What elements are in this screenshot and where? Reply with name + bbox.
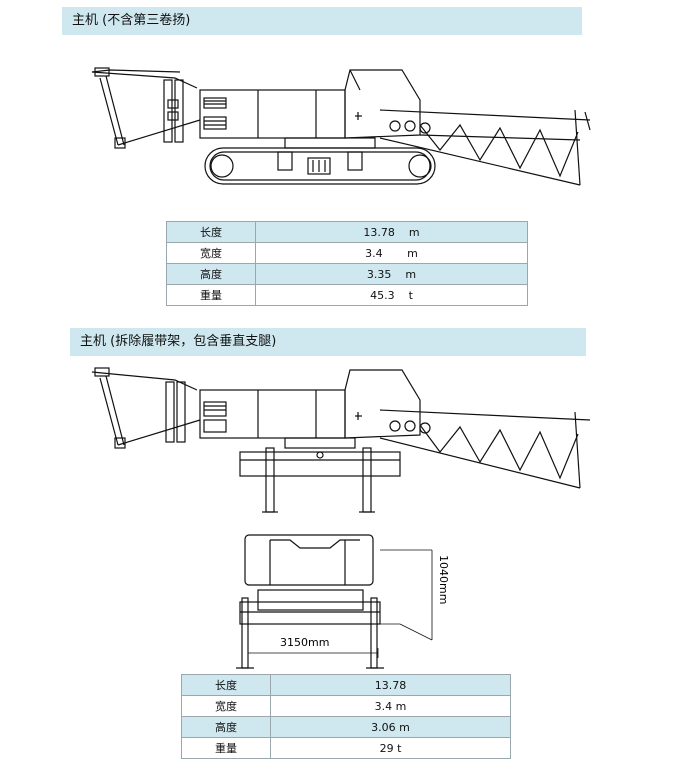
- spec-value: 3.06 m: [270, 716, 511, 738]
- spec-label: 高度: [181, 716, 271, 738]
- spec-unit: m: [407, 246, 418, 260]
- spec-unit: m: [405, 267, 417, 281]
- spec-label: 重量: [166, 284, 256, 306]
- table-row: 长度 13.78 m: [166, 221, 528, 243]
- section-1-title: 主机 (不含第三卷扬): [62, 7, 582, 35]
- table-row: 宽度 3.4 m: [181, 695, 511, 717]
- spec-value: 3.4: [365, 246, 383, 260]
- spec-unit: t: [408, 288, 413, 302]
- dimension-height-label: 1040mm: [437, 555, 450, 604]
- table-row: 宽度 3.4 m: [166, 242, 528, 264]
- spec-value: 29 t: [270, 737, 511, 759]
- table-row: 长度 13.78: [181, 674, 511, 696]
- spec-label: 长度: [181, 674, 271, 696]
- spec-label: 宽度: [166, 242, 256, 264]
- spec-value-cell: 3.4 m: [255, 242, 528, 264]
- spec-label: 重量: [181, 737, 271, 759]
- table-row: 高度 3.35 m: [166, 263, 528, 285]
- spec-value-cell: 13.78 m: [255, 221, 528, 243]
- spec-value: 45.3: [370, 288, 395, 302]
- table-row: 高度 3.06 m: [181, 716, 511, 738]
- spec-label: 宽度: [181, 695, 271, 717]
- spec-table-2: 长度 13.78 宽度 3.4 m 高度 3.06 m 重量 29 t: [181, 674, 511, 759]
- spec-value: 3.4 m: [270, 695, 511, 717]
- spec-value-cell: 3.35 m: [255, 263, 528, 285]
- spec-value-cell: 45.3 t: [255, 284, 528, 306]
- spec-label: 高度: [166, 263, 256, 285]
- spec-value: 13.78: [363, 225, 395, 239]
- section-2-title: 主机 (拆除履带架，包含垂直支腿): [70, 328, 586, 356]
- spec-label: 长度: [166, 221, 256, 243]
- table-row: 重量 45.3 t: [166, 284, 528, 306]
- table-row: 重量 29 t: [181, 737, 511, 759]
- spec-value: 3.35: [366, 267, 392, 281]
- spec-value: 13.78: [270, 674, 511, 696]
- spec-table-1: 长度 13.78 m 宽度 3.4 m 高度 3.35 m 重量 45.3 t: [166, 221, 528, 306]
- spec-unit: m: [408, 225, 420, 239]
- dimension-width-label: 3150mm: [280, 636, 329, 649]
